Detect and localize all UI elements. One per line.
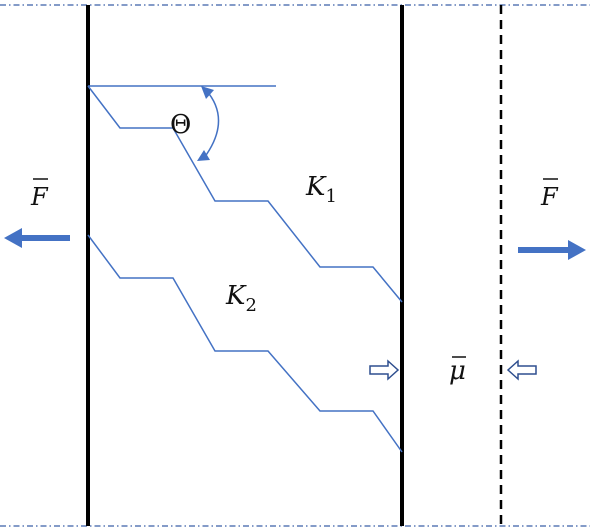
svg-text:F: F <box>30 183 49 211</box>
angle-theta-label: Θ <box>170 110 191 140</box>
crack-k1-path <box>87 85 403 303</box>
mu-label: μ <box>449 356 466 386</box>
svg-text:μ: μ <box>449 356 466 386</box>
force-right-label: F <box>540 178 559 211</box>
angle-arc-arrowhead-bottom <box>197 150 210 161</box>
crack-k2-path <box>87 234 403 453</box>
k1-label: K1 <box>305 172 337 207</box>
k2-label: K2 <box>225 281 257 316</box>
force-left-label: F <box>30 178 49 211</box>
interface-arrow-right <box>506 359 537 381</box>
angle-arc <box>203 89 220 159</box>
angle-arc-arrowhead-top <box>201 86 214 99</box>
interface-arrow-left <box>369 359 400 381</box>
left-force-arrow <box>4 228 70 248</box>
right-force-arrow <box>518 240 586 260</box>
svg-text:F: F <box>540 183 559 211</box>
